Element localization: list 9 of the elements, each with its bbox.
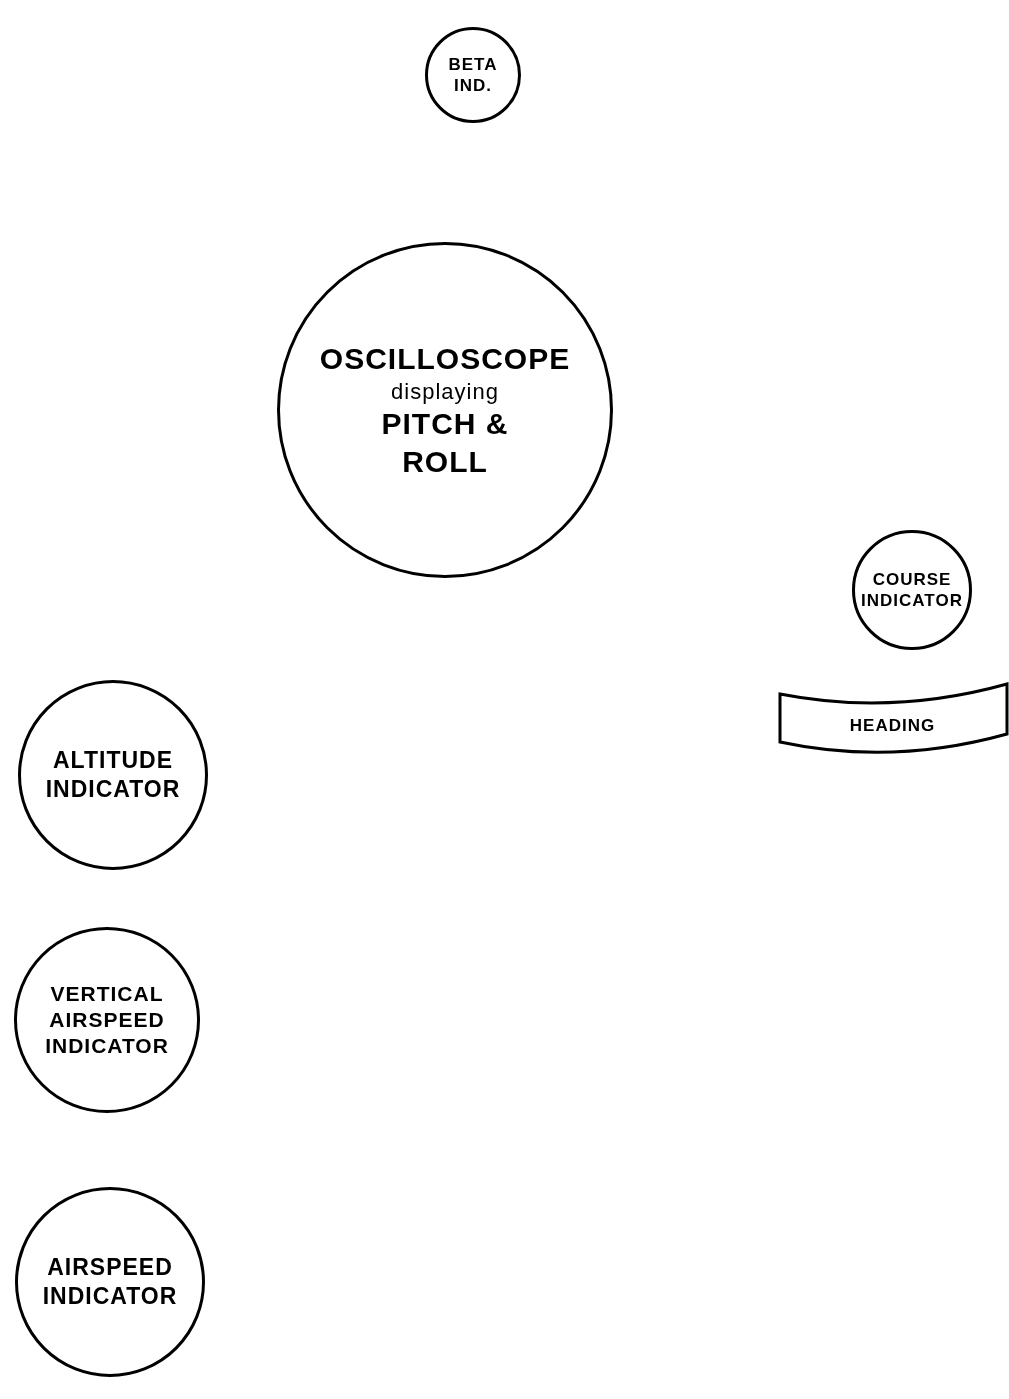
instrument-label: HEADING bbox=[849, 715, 936, 737]
instrument-label: COURSE INDICATOR bbox=[860, 568, 964, 612]
instrument-label: OSCILLOSCOPE bbox=[319, 341, 571, 377]
instrument-label: BETA IND. bbox=[447, 53, 499, 97]
instrument-label: VERTICAL AIRSPEED INDICATOR bbox=[44, 980, 170, 1060]
instrument-label: PITCH & ROLL bbox=[380, 406, 510, 480]
instrument-label: ALTITUDE INDICATOR bbox=[44, 746, 182, 804]
instrument-label: displaying bbox=[391, 377, 499, 405]
instrument-label: AIRSPEED INDICATOR bbox=[41, 1253, 179, 1311]
